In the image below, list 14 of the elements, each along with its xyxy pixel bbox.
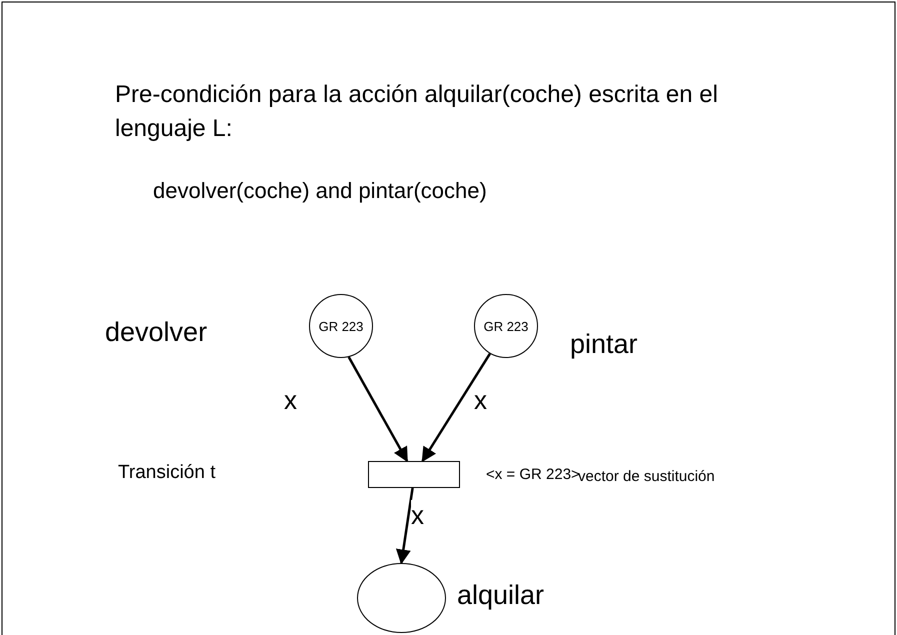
arc-arrow	[396, 488, 414, 564]
formula-text: devolver(coche) and pintar(coche)	[153, 178, 487, 204]
node-caption: devolver	[105, 317, 208, 348]
formula-text: Transición t	[118, 462, 216, 484]
arc-arrow	[348, 356, 408, 462]
title: Pre-condición para la acción alquilar(coche) escrita en el lenguaje L:	[115, 80, 719, 144]
node-caption: vector de sustitución	[578, 468, 715, 485]
token-text: GR 223	[318, 318, 364, 334]
node-caption: <x = GR 223>	[486, 466, 580, 483]
token-text: GR 223	[484, 318, 528, 334]
transition-bar	[368, 461, 460, 488]
node-caption: alquilar	[457, 580, 544, 611]
arc-arrow	[421, 353, 491, 462]
node-caption: pintar	[570, 329, 638, 360]
